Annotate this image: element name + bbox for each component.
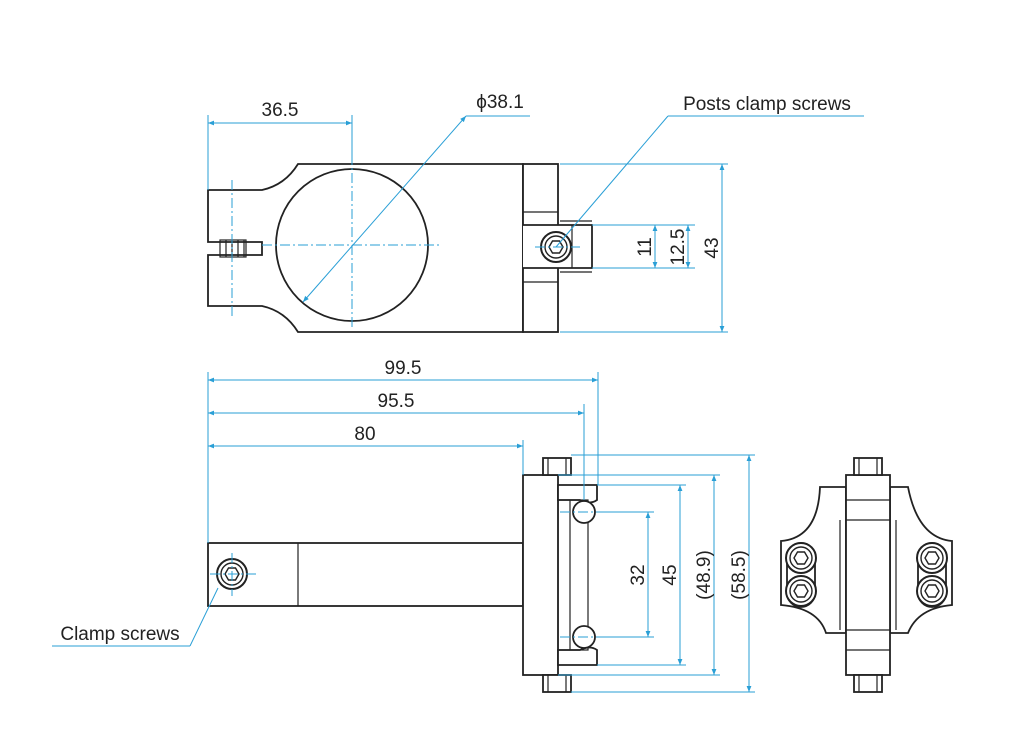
top-view-dimensions: 36.5 ϕ38.1 43 11 12.5 Posts clamp screws	[207, 92, 864, 333]
side-screw-icon	[916, 575, 948, 607]
side-view	[780, 457, 953, 693]
top-view	[207, 155, 593, 333]
dim-12-5: 12.5	[668, 229, 689, 266]
slit-screw	[219, 239, 247, 258]
side-screw-icon	[785, 542, 817, 574]
front-view	[207, 457, 605, 693]
dim-99-5: 99.5	[385, 358, 422, 379]
dim-11: 11	[635, 237, 656, 257]
side-screw-icon	[785, 575, 817, 607]
dim-48-9: (48.9)	[694, 550, 715, 600]
dim-36-5: 36.5	[262, 100, 299, 121]
dim-58-5: (58.5)	[729, 550, 750, 600]
dim-43: 43	[702, 237, 723, 258]
side-screw-icon	[916, 542, 948, 574]
dim-45: 45	[660, 564, 681, 585]
dim-80: 80	[354, 424, 375, 445]
dim-32: 32	[628, 564, 649, 585]
dim-95-5: 95.5	[378, 391, 415, 412]
callout-clamp-screws: Clamp screws	[60, 624, 179, 645]
dim-bore-diameter: ϕ38.1	[476, 92, 524, 113]
callout-posts-clamp-screws: Posts clamp screws	[683, 94, 851, 115]
front-view-dimensions: 99.5 95.5 80 32 45 (48.9) (58.5) Clamp s…	[52, 358, 755, 693]
post-block	[522, 474, 559, 676]
